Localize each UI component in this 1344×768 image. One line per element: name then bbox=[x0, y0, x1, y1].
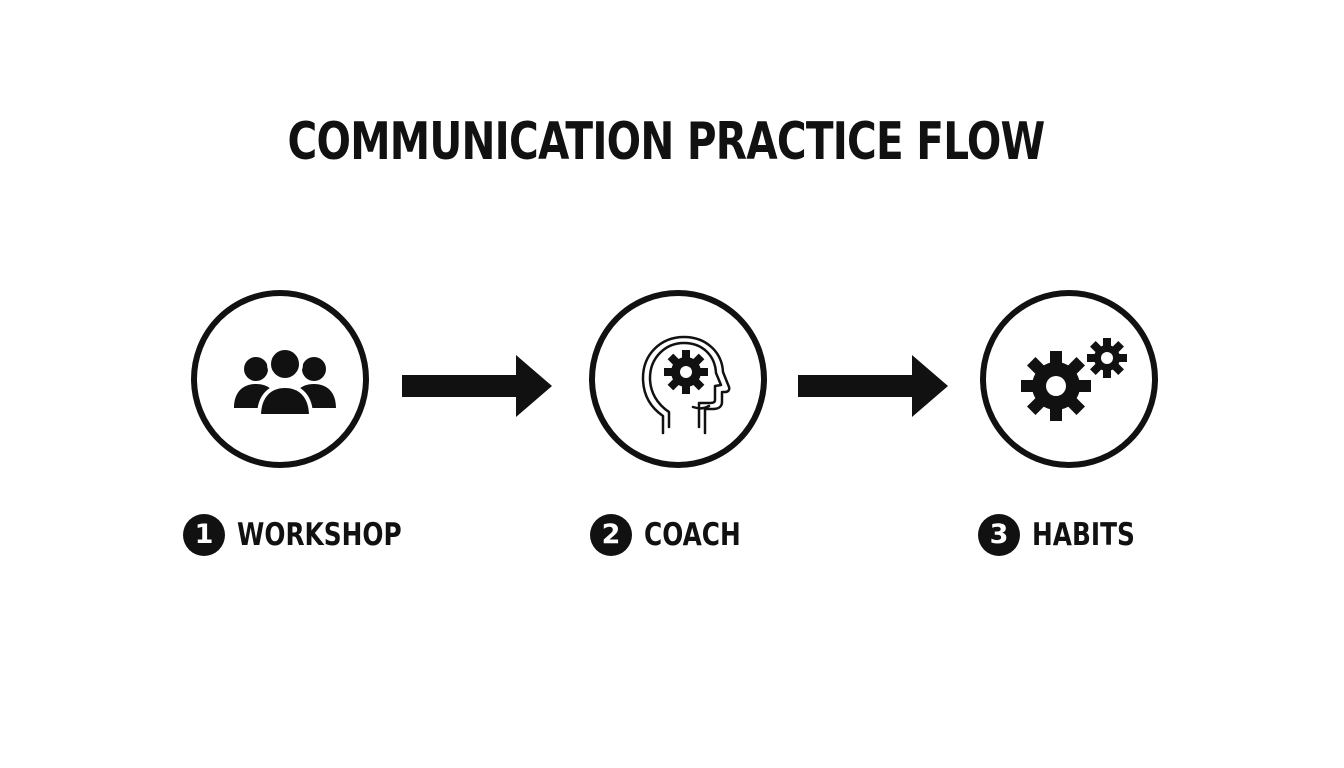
step-1-circle bbox=[191, 290, 369, 468]
step-number-badge: 3 bbox=[978, 514, 1020, 556]
group-people-icon bbox=[234, 346, 336, 418]
step-3-circle bbox=[980, 290, 1158, 468]
arrow-right-icon bbox=[798, 355, 948, 417]
step-2-circle bbox=[589, 290, 767, 468]
step-number-badge: 1 bbox=[183, 514, 225, 556]
step-label: HABITS bbox=[1032, 517, 1135, 553]
gears-icon bbox=[1021, 338, 1127, 421]
arrow-right-icon bbox=[402, 355, 552, 417]
diagram-title: COMMUNICATION PRACTICE FLOW bbox=[287, 112, 1046, 172]
step-number-badge: 2 bbox=[590, 514, 632, 556]
head-gear-icon bbox=[641, 335, 731, 435]
step-label: COACH bbox=[644, 517, 741, 553]
step-label: WORKSHOP bbox=[237, 517, 402, 553]
